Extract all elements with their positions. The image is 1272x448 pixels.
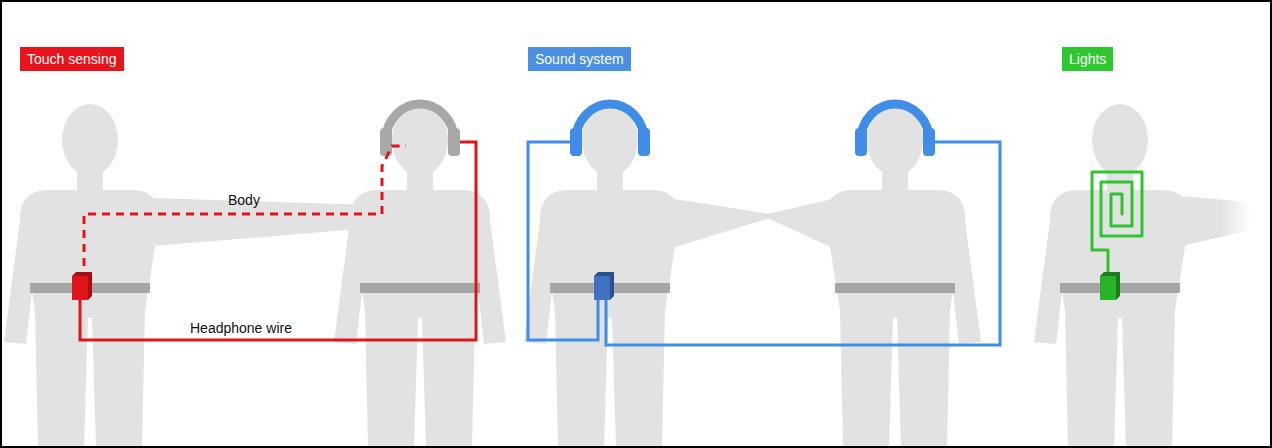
belt [835,283,955,293]
light-strip [1092,172,1142,278]
person-silhouette [540,104,680,448]
light-box [1100,276,1116,300]
wire-label: Headphone wire [190,320,292,336]
headphone-cup [638,128,650,156]
person-figure [4,104,506,448]
light-box-side [1100,272,1120,300]
headphone-cup [923,128,935,156]
headphone-wire [528,142,598,340]
headphone-cup [570,128,582,156]
headphone-band [576,104,644,140]
headphones [386,104,454,140]
person-figure [524,104,981,448]
section-tag: Touch sensing [20,47,124,71]
section-title: Sound system [535,51,624,67]
person-arm [1178,196,1250,246]
headphone-band [861,104,929,140]
person-arm [150,198,380,246]
person-arm [1034,205,1068,344]
section-title: Touch sensing [27,51,117,67]
section-tag: Lights [1062,47,1113,71]
section-title: Lights [1069,51,1106,67]
wire-label: Body [228,192,260,208]
person-silhouette [1050,104,1190,448]
audio-box-side [594,272,614,300]
person-silhouette [825,104,965,448]
sensor-box [72,276,88,300]
person-figure [1034,104,1190,448]
headphone-band [386,104,454,140]
headphone-wire [80,142,476,340]
section-tag: Sound system [528,47,631,71]
sensor-box-side [72,272,92,300]
headphone-cup [855,128,867,156]
person-arm [4,205,38,344]
body-path [84,146,406,280]
headphone-cup [448,128,460,156]
person-arm [947,205,981,344]
audio-box [594,276,610,300]
person-silhouette [20,104,160,448]
person-arm [334,205,368,344]
belt [360,283,480,293]
person-arm [668,198,770,248]
headphone-wire [606,142,1000,345]
headphone-cup [380,128,392,156]
person-silhouette [350,104,490,448]
person-arm [767,198,837,248]
